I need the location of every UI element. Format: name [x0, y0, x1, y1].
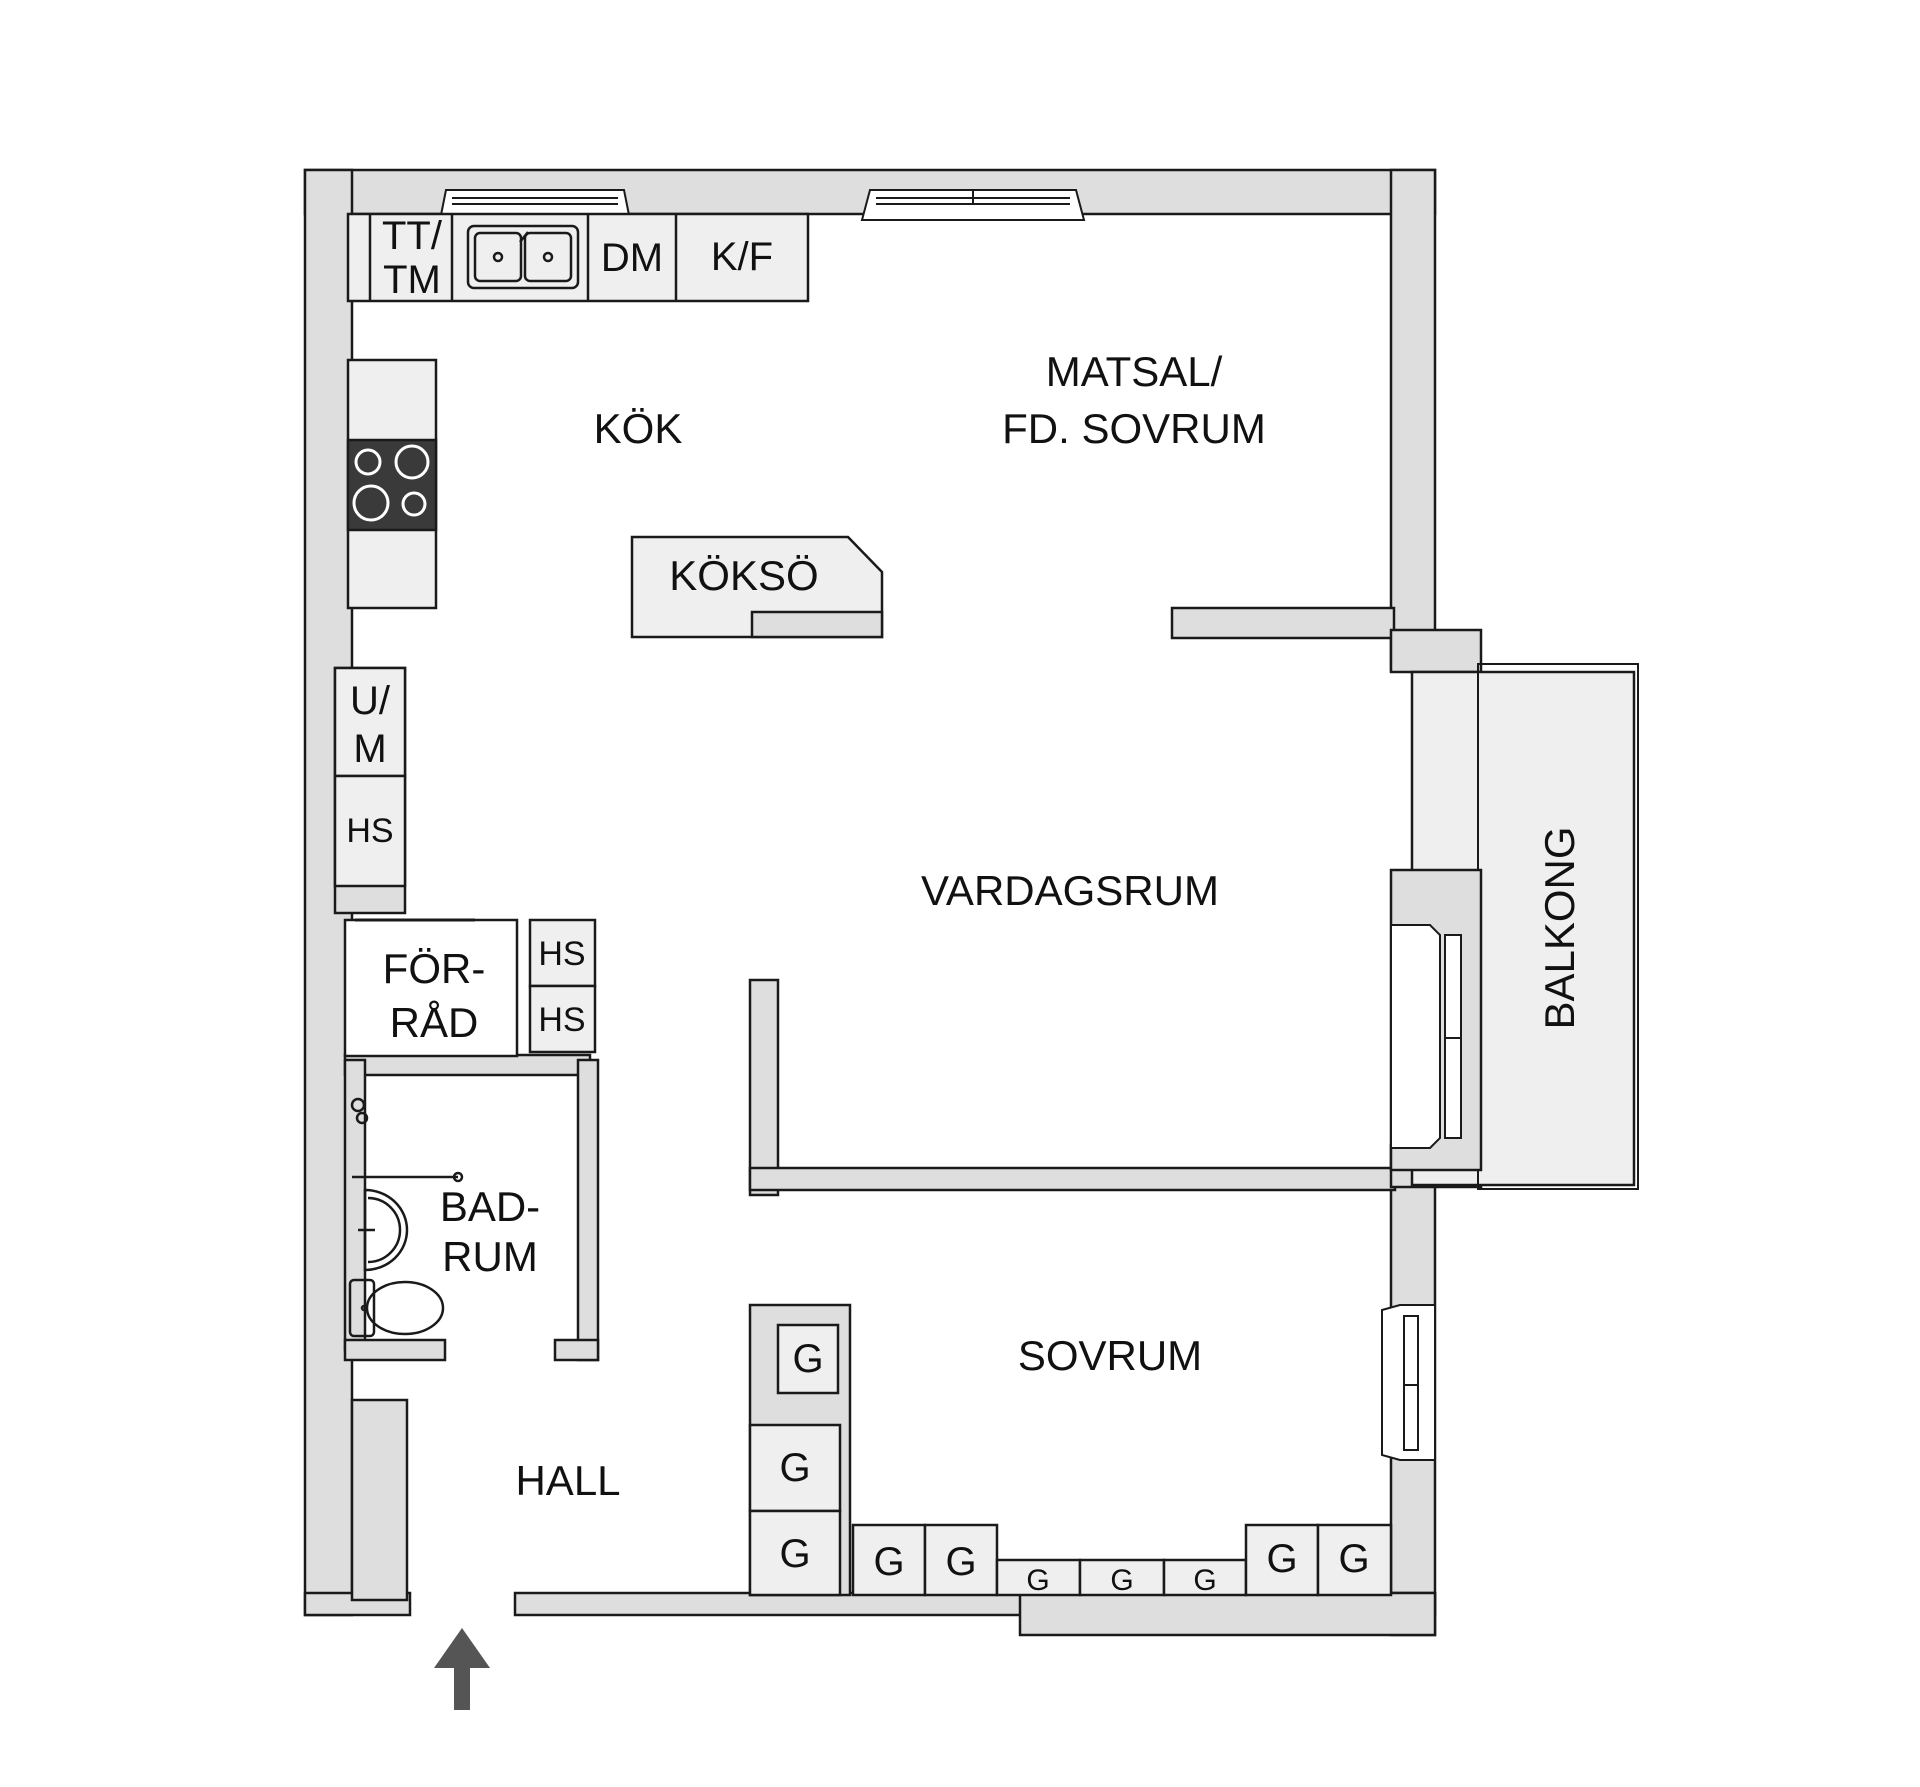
room-label-balkong: BALKONG — [1536, 826, 1583, 1029]
window-sovrum — [1381, 1304, 1436, 1461]
label-tm: TM — [383, 258, 441, 302]
room-label-badrum-line2: RUM — [442, 1233, 538, 1280]
room-label-forrad-line2: RÅD — [390, 999, 479, 1046]
label-g-6: G — [1026, 1564, 1049, 1597]
stove-icon — [346, 438, 438, 532]
entrance-arrow-icon — [434, 1628, 490, 1710]
wall-badrum-east — [576, 1058, 600, 1362]
shower-icon — [350, 1097, 464, 1183]
toilet-icon — [348, 1278, 445, 1338]
wall-vardagsrum-stub — [748, 978, 780, 1197]
label-g-3: G — [779, 1532, 810, 1576]
label-g-8: G — [1193, 1564, 1216, 1597]
label-kokso: KÖKSÖ — [669, 552, 818, 599]
wardrobes — [748, 1323, 1393, 1597]
balcony-area — [1389, 628, 1639, 1190]
utility-cabinets — [333, 666, 597, 1054]
washbasin-icon — [358, 1188, 409, 1272]
interior-walls — [333, 606, 1397, 1597]
room-label-badrum-line1: BAD- — [440, 1183, 540, 1230]
stove-burners — [352, 444, 430, 522]
wall-badrum-north — [343, 1053, 592, 1077]
walls — [303, 168, 1437, 1637]
room-label-kok: KÖK — [594, 405, 683, 452]
room-label-matsal-line2: FD. SOVRUM — [1002, 405, 1266, 452]
label-g-1: G — [792, 1337, 823, 1381]
label-g-10: G — [1338, 1537, 1369, 1581]
wall-badrum-south — [343, 1338, 447, 1362]
label-g-5: G — [945, 1540, 976, 1584]
room-label-forrad-line1: FÖR- — [383, 945, 486, 992]
label-g-9: G — [1266, 1537, 1297, 1581]
storage-room — [343, 918, 519, 1058]
label-g-7: G — [1110, 1564, 1133, 1597]
label-hs-1: HS — [346, 812, 393, 850]
kitchen-island — [630, 535, 884, 639]
label-kf: K/F — [711, 235, 773, 279]
wall-south-east — [1018, 1591, 1437, 1637]
label-um-line1: U/ — [350, 679, 391, 723]
wall-matsal-partition — [1170, 606, 1396, 640]
room-label-hall: HALL — [515, 1457, 620, 1504]
label-dm: DM — [601, 236, 663, 280]
sink-icon — [466, 224, 580, 290]
wall-badrum-south-right — [553, 1338, 600, 1362]
room-label-matsal-line1: MATSAL/ — [1046, 348, 1223, 395]
wall-hall-niche — [350, 1398, 409, 1602]
wall-east-upper — [1389, 168, 1437, 672]
label-g-2: G — [779, 1446, 810, 1490]
room-label-vardagsrum: VARDAGSRUM — [921, 867, 1219, 914]
label-hs-3: HS — [538, 1001, 585, 1039]
label-g-4: G — [873, 1540, 904, 1584]
label-hs-2: HS — [538, 935, 585, 973]
room-label-sovrum: SOVRUM — [1018, 1332, 1202, 1379]
windows-north — [438, 189, 1086, 221]
wall-sovrum-north — [748, 1166, 1397, 1192]
balcony-door[interactable] — [1444, 934, 1462, 1139]
label-um-line2: M — [353, 727, 386, 771]
label-tt: TT/ — [382, 214, 443, 258]
